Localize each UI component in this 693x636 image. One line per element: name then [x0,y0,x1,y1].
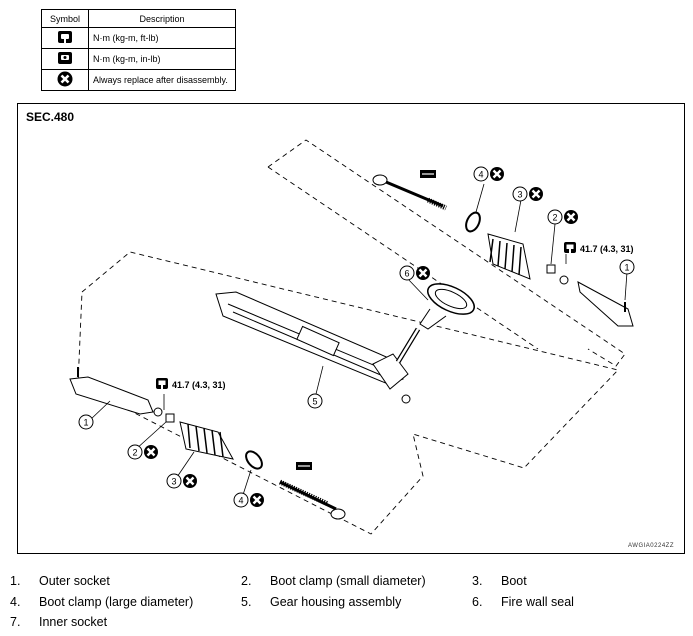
symbol-description: N·m (kg-m, ft-lb) [88,27,236,49]
callout-3-right: 3 [512,186,528,202]
torque-wrench-icon-lower [296,462,312,470]
callout-4-left: 4 [233,492,249,508]
main-dashed-outline [77,251,619,535]
outer-socket-lower [69,367,163,417]
upper-dashed-outline [267,139,626,367]
symbol-description: N·m (kg-m, in-lb) [88,48,236,70]
callout-6: 6 [399,265,415,281]
callout-1-left: 1 [78,414,94,430]
fire-wall-seal [419,283,475,330]
svg-text:3: 3 [171,477,176,487]
boot-upper [487,233,531,280]
boot-clamp-large-upper [465,211,481,233]
symbol-header: Symbol [41,9,89,28]
svg-text:1: 1 [624,263,629,273]
callout-1-right: 1 [619,259,635,275]
symbol-table: Symbol Description N·m (kg-m, ft-lb) N·m… [41,9,236,91]
section-label: SEC.480 [26,110,75,124]
boot-clamp-large-lower [245,450,263,470]
symbol-table-header: Symbol Description [41,9,236,28]
torque-spec-upper: 41.7 (4.3, 31) [564,242,634,254]
torque-spec-lower: 41.7 (4.3, 31) [156,378,226,390]
symbol-row: N·m (kg-m, ft-lb) [41,27,236,49]
boot-clamp-small-lower [165,413,175,423]
torque-wrench-icon [41,27,89,49]
upper-dashed-outline-left [267,166,539,350]
callout-5: 5 [307,393,323,409]
gear-housing-assembly [215,291,421,404]
svg-text:5: 5 [312,397,317,407]
torque-wrench-small-icon [41,48,89,70]
leader-lines [89,183,628,499]
exploded-diagram: SEC.480 AWGIA0224ZZ [17,103,685,554]
boot-lower [179,421,234,460]
svg-text:2: 2 [552,213,557,223]
callout-4-right: 4 [473,166,489,182]
outer-socket-upper [559,275,634,327]
svg-text:41.7 (4.3, 31): 41.7 (4.3, 31) [172,380,226,390]
description-header: Description [88,9,236,28]
inner-socket-upper [372,174,448,211]
svg-text:6: 6 [404,269,409,279]
callout-3-left: 3 [166,473,182,489]
reference-code: AWGIA0224ZZ [628,543,674,549]
callout-2-left: 2 [127,444,143,460]
callout-2-right: 2 [547,209,563,225]
svg-text:4: 4 [238,496,243,506]
symbol-row: N·m (kg-m, in-lb) [41,48,236,70]
svg-text:2: 2 [132,448,137,458]
svg-text:4: 4 [478,170,483,180]
steering-gear-drawing: 1 2 3 4 6 5 1 2 3 4 41.7 (4.3, 31) [69,139,635,535]
always-replace-icon [41,69,89,91]
torque-wrench-icon-upper [420,170,436,178]
inner-socket-lower [278,479,346,520]
svg-text:1: 1 [83,418,88,428]
svg-text:41.7 (4.3, 31): 41.7 (4.3, 31) [580,244,634,254]
symbol-row: Always replace after disassembly. [41,69,236,91]
svg-text:3: 3 [517,190,522,200]
boot-clamp-small-upper [546,264,556,274]
symbol-description: Always replace after disassembly. [88,69,236,91]
